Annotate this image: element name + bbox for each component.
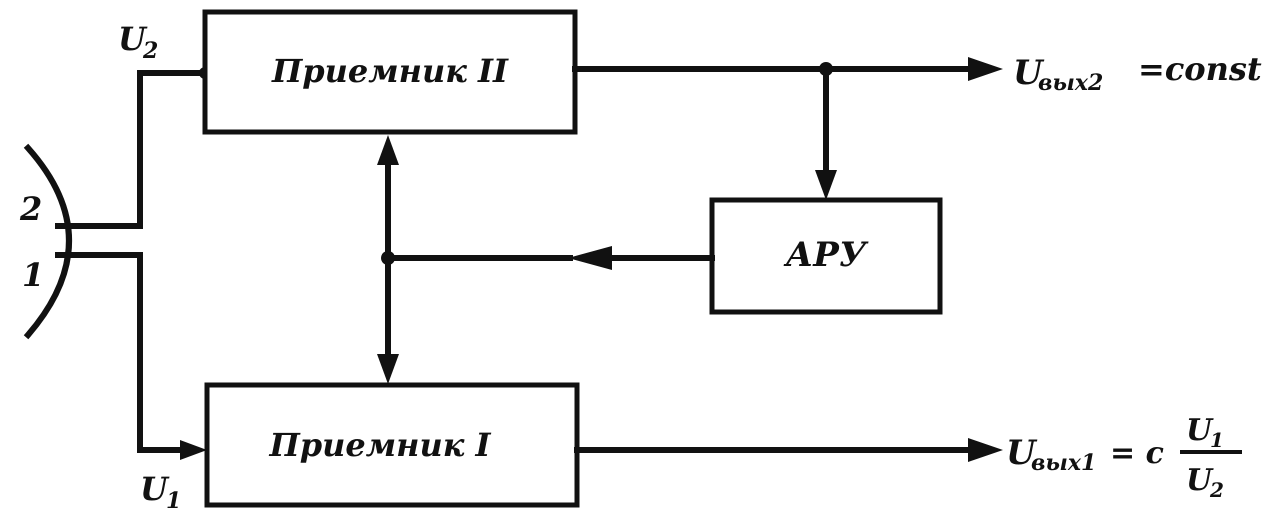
- arrow-gain-up-icon: [377, 135, 399, 165]
- arrow-out-1-icon: [968, 438, 1003, 462]
- receiver-2-block: [202, 9, 578, 135]
- receiver-2-label: Приемник II: [271, 52, 509, 90]
- svg-text:U: U: [1186, 413, 1214, 448]
- agc-label: АРУ: [783, 235, 869, 275]
- arrow-agc-feedback-icon: [568, 246, 612, 270]
- svg-text:вых1: вых1: [1031, 450, 1096, 476]
- svg-text:2: 2: [142, 38, 158, 64]
- svg-text:U: U: [140, 470, 170, 508]
- svg-text:U: U: [1186, 463, 1214, 498]
- arrow-to-agc-icon: [815, 170, 837, 200]
- svg-text:U: U: [118, 20, 148, 58]
- signal-out-2-label: U вых2 =const: [1013, 50, 1262, 96]
- receiver-1-block: [204, 382, 580, 508]
- svg-text:=const: =const: [1138, 50, 1262, 88]
- feed-1-label: 1: [22, 256, 44, 294]
- svg-text:1: 1: [166, 488, 181, 514]
- svg-text:U: U: [1006, 433, 1038, 473]
- signal-u2-label: U 2: [118, 20, 158, 64]
- signal-u1-label: U 1: [140, 470, 181, 514]
- wire-u2: [75, 70, 208, 229]
- svg-text:2: 2: [1209, 478, 1224, 502]
- svg-text:вых2: вых2: [1038, 70, 1103, 96]
- agc-block: [709, 197, 943, 315]
- feed-2-label: 2: [19, 190, 42, 228]
- receiver-1-label: Приемник I: [268, 426, 491, 464]
- antenna-reflector: [23, 143, 72, 340]
- arrow-gain-down-icon: [377, 354, 399, 384]
- wire-u1: [75, 252, 188, 453]
- svg-text:= c: = c: [1110, 436, 1164, 471]
- svg-text:U: U: [1013, 53, 1045, 93]
- svg-text:1: 1: [1210, 428, 1224, 452]
- arrow-out-2-icon: [968, 57, 1003, 81]
- signal-out-1-label: U вых1 = c: [1006, 433, 1164, 476]
- fraction-u1-over-u2: U 1 U 2: [1180, 413, 1242, 502]
- arrow-u1-icon: [180, 440, 207, 460]
